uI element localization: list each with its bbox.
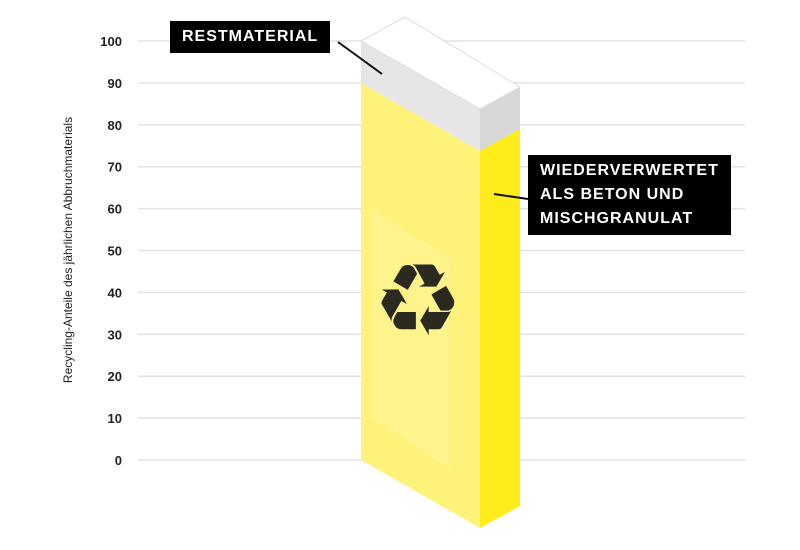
recycled-label-line: WIEDERVERWERTET xyxy=(540,162,719,179)
bar-segment-side xyxy=(480,87,520,151)
y-tick-label: 50 xyxy=(108,244,122,259)
recycled-label-line: ALS BETON UND xyxy=(540,186,685,203)
bar-segment-side xyxy=(480,128,520,528)
y-tick-label: 70 xyxy=(108,160,122,175)
recycle-icon: ♻ xyxy=(373,242,463,359)
recycled-leader-line xyxy=(493,193,529,200)
y-tick-label: 30 xyxy=(108,327,122,342)
y-tick-label: 0 xyxy=(115,453,122,468)
rest-leader-line xyxy=(337,41,383,75)
bar-texture-highlight xyxy=(371,208,450,469)
rest-label: RESTMATERIAL xyxy=(170,21,331,53)
y-tick-label: 80 xyxy=(108,118,122,133)
y-tick-label: 10 xyxy=(108,411,122,426)
recycled-label: WIEDERVERWERTET ALS BETON UND MISCHGRANU… xyxy=(528,155,731,235)
y-axis-label: Recycling-Anteile des jährlichen Abbruch… xyxy=(61,117,75,383)
bar-segment-front xyxy=(361,82,480,529)
recycled-label-line: MISCHGRANULAT xyxy=(540,210,694,227)
y-tick-label: 100 xyxy=(100,34,122,49)
y-tick-label: 40 xyxy=(108,285,122,300)
bar-top-face xyxy=(359,16,521,110)
y-tick-label: 20 xyxy=(108,369,122,384)
y-tick-label: 90 xyxy=(108,76,122,91)
y-tick-label: 60 xyxy=(108,202,122,217)
bar-segment-front xyxy=(361,41,480,151)
